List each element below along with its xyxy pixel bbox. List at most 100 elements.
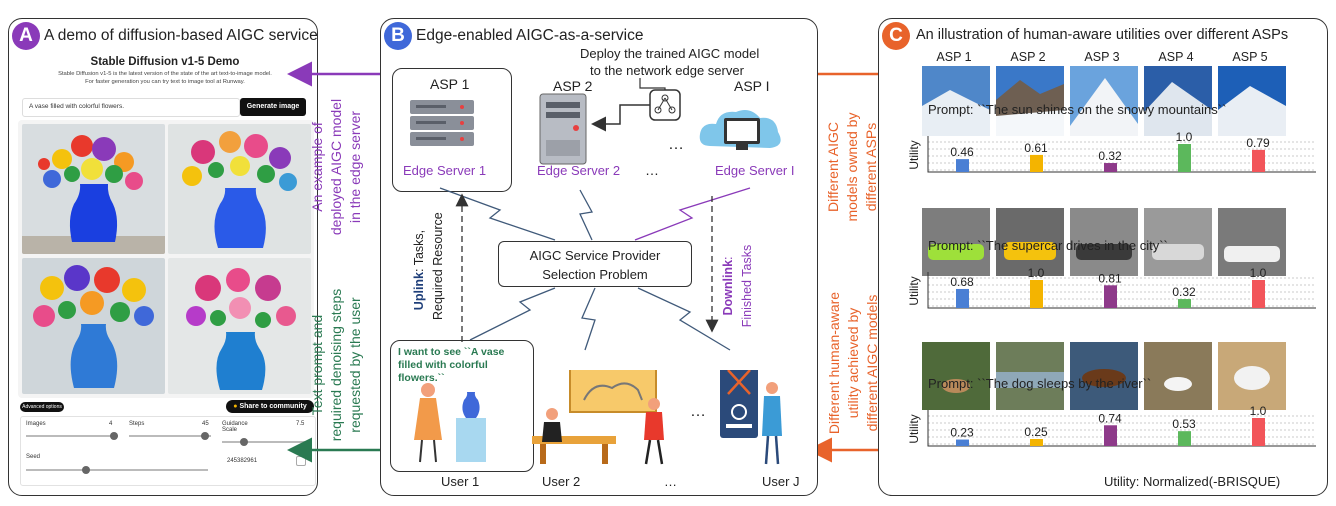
user-j-figure-icon [720,370,782,465]
advanced-options-button[interactable]: Advanced options [20,402,64,412]
left-top-arrow-text: An example of deployed AIGC model in the… [308,82,370,252]
bar-label-2-1: 0.68 [950,275,974,289]
bar-1-1 [956,159,969,172]
bar-label-3-4: 0.53 [1172,417,1196,431]
downlink-rest: : [721,256,735,260]
aigc-model-icon [649,89,681,121]
left-top-line-2: deployed AIGC model [328,98,344,236]
generated-image-4[interactable] [168,258,311,394]
asp-header-3: ASP 3 [1084,50,1120,64]
supercar-thumbnails [922,208,1286,276]
images-slider[interactable] [26,432,118,440]
steps-slider-knob[interactable] [201,432,209,440]
guidance-slider-knob[interactable] [240,438,248,446]
bar-label-2-4: 0.32 [1172,285,1196,299]
generated-image-3[interactable] [22,258,165,394]
images-label: Images [26,421,46,427]
bar-label-1-4: 1.0 [1176,130,1193,144]
share-icon: ● [233,403,238,410]
link-user2 [581,287,596,351]
bar-label-3-1: 0.23 [950,426,974,440]
bar-2-2 [1030,280,1043,308]
bar-2-1 [956,288,969,308]
edge-server-1-box [392,68,512,192]
panel-c-title: An illustration of human-aware utilities… [916,27,1289,43]
right-top-line-2: models owned by [844,112,860,222]
bar-label-2-5: 1.0 [1250,266,1267,280]
bar-3-4 [1178,431,1191,446]
bar-1-3 [1104,163,1117,172]
steps-value: 45 [202,421,209,427]
bar-label-3-5: 1.0 [1250,404,1267,418]
link-server1 [439,187,556,241]
bar-label-3-2: 0.25 [1024,425,1048,439]
left-bottom-line-1: Text prompt and [309,314,325,416]
chart-2-svg: 0.68 1.0 0.81 0.32 1.0 [927,266,1316,309]
uplink-line-2: Required Resource [431,212,445,320]
asp-selection-line-2: Selection Problem [542,267,648,282]
thumbnails-layer [922,66,1286,410]
seed-slider-knob[interactable] [82,466,90,474]
panel-a-badge: A [12,22,40,50]
server-rack-1-icon [410,100,474,146]
downlink-bold: Downlink [721,259,735,316]
right-top-line-1: Different AIGC [825,122,841,213]
link-serveri [634,187,751,241]
left-bottom-arrow-text: Text prompt and required denoising steps… [308,260,370,470]
bar-label-2-2: 1.0 [1028,266,1045,280]
downlink-text: Downlink: Finished Tasks [719,241,759,331]
prompt-input-value: A vase filled with colorful flowers. [29,103,125,110]
seed-value: 245382961 [227,458,258,464]
servers-layer [410,78,781,165]
edge-server-i-label: Edge Server I [715,163,795,178]
steps-label: Steps [129,421,145,427]
asp-header-5: ASP 5 [1232,50,1268,64]
bar-1-2 [1030,154,1043,172]
bar-1-4 [1178,144,1191,172]
user-j-label: User J [762,474,800,489]
sd-demo-desc-1: Stable Diffusion v1-5 is the latest vers… [58,71,272,77]
images-slider-knob[interactable] [110,432,118,440]
users-ellipsis: … [690,403,706,420]
asp-header-4: ASP 4 [1158,50,1194,64]
guidance-slider[interactable] [222,438,306,446]
seed-slider[interactable] [26,466,208,474]
generated-image-1[interactable] [22,124,165,254]
servers-ellipsis-1: … [668,136,684,153]
cloud-server-i-icon [699,110,781,150]
bar-2-3 [1104,285,1117,308]
left-top-line-1: An example of [309,122,325,212]
deploy-text-2: to the network edge server [590,63,744,78]
guidance-label: Guidance Scale [222,421,248,433]
generate-image-button[interactable]: Generate image [240,98,306,116]
steps-slider[interactable] [129,432,211,440]
seed-label: Seed [26,454,41,460]
prompt-2: Prompt: ``The supercar drives in the cit… [928,238,1168,253]
link-userj [637,287,731,351]
left-bottom-line-3: requested by the user [347,297,363,433]
asp-1-label: ASP 1 [430,76,470,92]
bar-label-1-1: 0.46 [950,145,974,159]
asp-selection-line-1: AIGC Service Provider [529,248,661,263]
bar-label-2-3: 0.81 [1098,271,1122,285]
bar-3-1 [956,439,969,446]
user-1-label: User 1 [441,474,480,489]
share-to-community-button[interactable]: ● Share to community [226,400,314,413]
right-bottom-line-2: utility achieved by [845,307,861,419]
edge-server-1-label: Edge Server 1 [403,163,487,178]
bar-label-1-2: 0.61 [1024,141,1048,155]
share-to-community-label: Share to community [239,403,307,410]
deploy-text-1: Deploy the trained AIGC model [580,46,760,61]
uplink-rest: : Tasks, [412,229,426,272]
user-2-museum-icon [532,370,664,465]
bar-1-5 [1252,149,1265,172]
prompt-input[interactable]: A vase filled with colorful flowers. [22,98,240,117]
generated-image-2[interactable] [168,124,311,254]
prompt-1: Prompt: ``The sun shines on the snowy mo… [928,102,1227,117]
users-layer [414,370,782,465]
chart-3-ylabel: Utility [907,414,921,444]
downlink-line-2: Finished Tasks [740,244,754,328]
link-user1 [469,287,556,341]
